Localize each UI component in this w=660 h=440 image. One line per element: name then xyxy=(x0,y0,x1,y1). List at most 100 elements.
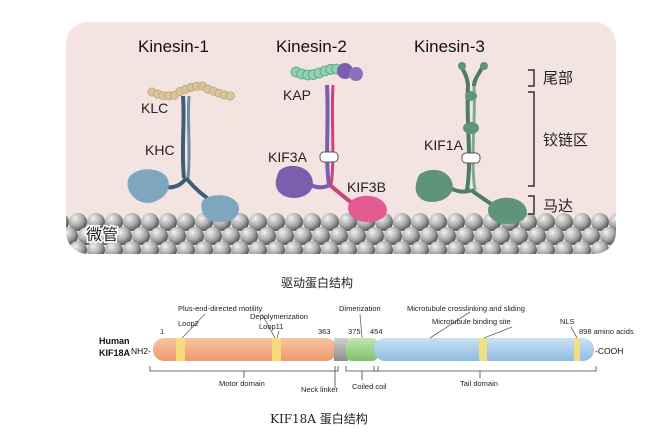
kinesin-2-hinge xyxy=(319,151,339,163)
kinesin-3-hinge xyxy=(461,152,481,164)
tubulin-subunit xyxy=(465,241,483,254)
tubulin-subunit xyxy=(357,241,375,254)
residue-1: 1 xyxy=(160,327,164,336)
kap-label: KAP xyxy=(283,87,311,103)
tubulin-subunit xyxy=(267,213,285,231)
tubulin-subunit xyxy=(222,227,240,245)
tubulin-subunit xyxy=(66,227,78,245)
n-terminus-label: NH2- xyxy=(131,346,151,356)
tubulin-subunit xyxy=(123,213,141,231)
khc-motor-head-1 xyxy=(127,169,169,203)
tubulin-subunit xyxy=(555,213,573,231)
tubulin-subunit xyxy=(114,227,132,245)
kinesin-structure-panel: 微管 尾部 铰链区 马达 Kinesin-1 KLC KHC Kinesin-2 xyxy=(66,22,616,254)
tubulin-subunit xyxy=(87,241,105,254)
region-motor-label: 马达 xyxy=(543,198,573,215)
coiled-coil-bar xyxy=(346,338,378,361)
tubulin-subunit xyxy=(384,227,402,245)
tubulin-subunit xyxy=(132,227,150,245)
tubulin-subunit xyxy=(231,213,249,231)
kif1a-motor-head-2 xyxy=(488,197,527,224)
tubulin-subunit xyxy=(348,227,366,245)
tubulin-subunit xyxy=(483,241,501,254)
nls-highlight xyxy=(574,338,580,361)
tubulin-subunit xyxy=(159,213,177,231)
tubulin-subunit xyxy=(294,227,312,245)
tubulin-subunit xyxy=(69,241,87,254)
tubulin-subunit xyxy=(402,227,420,245)
tubulin-subunit xyxy=(69,213,87,231)
klc-label: KLC xyxy=(141,100,168,116)
tubulin-subunit xyxy=(582,227,600,245)
khc-label: KHC xyxy=(145,142,175,158)
tubulin-subunit xyxy=(168,227,186,245)
tubulin-subunit xyxy=(429,213,447,231)
residue-375: 375 xyxy=(348,327,361,336)
tubulin-subunit xyxy=(447,241,465,254)
annotation-mt-crosslinking: Microtubule crosslinking and sliding xyxy=(407,304,525,313)
tubulin-subunit xyxy=(564,227,582,245)
annotation-dimerization: Dimerization xyxy=(339,304,381,313)
top-figure-caption: 驱动蛋白结构 xyxy=(281,276,354,290)
tubulin-subunit xyxy=(66,241,69,254)
tubulin-subunit xyxy=(321,213,339,231)
tubulin-subunit xyxy=(213,241,231,254)
tubulin-subunit xyxy=(573,241,591,254)
tubulin-subunit xyxy=(96,227,114,245)
annotation-nls: NLS xyxy=(560,317,575,326)
protein-label-line-1: Human xyxy=(99,336,130,346)
top-annotation-leaders xyxy=(181,311,578,339)
tubulin-subunit xyxy=(465,213,483,231)
residue-898: 898 amino acids xyxy=(579,327,634,336)
kinesin-3: Kinesin-3 KIF1A xyxy=(414,37,527,224)
bottom-brackets xyxy=(149,366,597,388)
tubulin-subunit xyxy=(411,241,429,254)
tubulin-subunit xyxy=(141,241,159,254)
tubulin-subunit xyxy=(78,227,96,245)
kif18a-domain-map: Human KIF18A NH2- -COOH 1 363 375 454 89… xyxy=(99,304,634,394)
tubulin-subunit xyxy=(456,227,474,245)
tubulin-subunit xyxy=(204,227,222,245)
klc-bead xyxy=(225,91,235,101)
mt-binding-highlight xyxy=(479,338,487,361)
kinesin-1-title: Kinesin-1 xyxy=(138,37,209,56)
tubulin-subunit xyxy=(285,241,303,254)
annotation-depolymerization: Depolymerization xyxy=(250,312,308,321)
tubulin-subunit xyxy=(303,241,321,254)
tubulin-subunit xyxy=(267,241,285,254)
kif3b-label: KIF3B xyxy=(347,179,386,195)
kinesin-2: Kinesin-2 KAP KIF3A KIF3B xyxy=(268,37,387,222)
tubulin-subunit xyxy=(150,227,168,245)
tubulin-subunit xyxy=(555,241,573,254)
kif3a-motor-head xyxy=(275,165,313,198)
tubulin-subunit xyxy=(366,227,384,245)
neck-linker-bar xyxy=(334,338,348,361)
tubulin-subunit xyxy=(537,241,555,254)
khc-motor-head-2 xyxy=(201,195,240,223)
tubulin-subunit xyxy=(492,227,510,245)
tubulin-subunit xyxy=(105,241,123,254)
tubulin-subunit xyxy=(240,227,258,245)
tubulin-subunit xyxy=(609,213,616,231)
tubulin-subunit xyxy=(141,213,159,231)
tubulin-subunit xyxy=(429,241,447,254)
tubulin-subunit xyxy=(519,241,537,254)
tubulin-subunit xyxy=(474,227,492,245)
tubulin-subunit xyxy=(438,227,456,245)
annotation-loop11: Loop11 xyxy=(259,322,283,331)
kif1a-label: KIF1A xyxy=(424,137,464,153)
tubulin-subunit xyxy=(546,227,564,245)
region-bracket xyxy=(528,69,535,215)
tubulin-subunit xyxy=(420,227,438,245)
motor-domain-bar xyxy=(153,338,337,361)
tubulin-subunit xyxy=(591,213,609,231)
bottom-figure-caption: KIF18A 蛋白结构 xyxy=(270,412,368,426)
tubulin-subunit xyxy=(285,213,303,231)
kif1a-motor-head-1 xyxy=(415,169,453,202)
tubulin-subunit xyxy=(105,213,123,231)
tubulin-subunit xyxy=(249,241,267,254)
tubulin-subunit xyxy=(249,213,267,231)
kif3a-label: KIF3A xyxy=(268,149,308,165)
tubulin-subunit xyxy=(528,227,546,245)
